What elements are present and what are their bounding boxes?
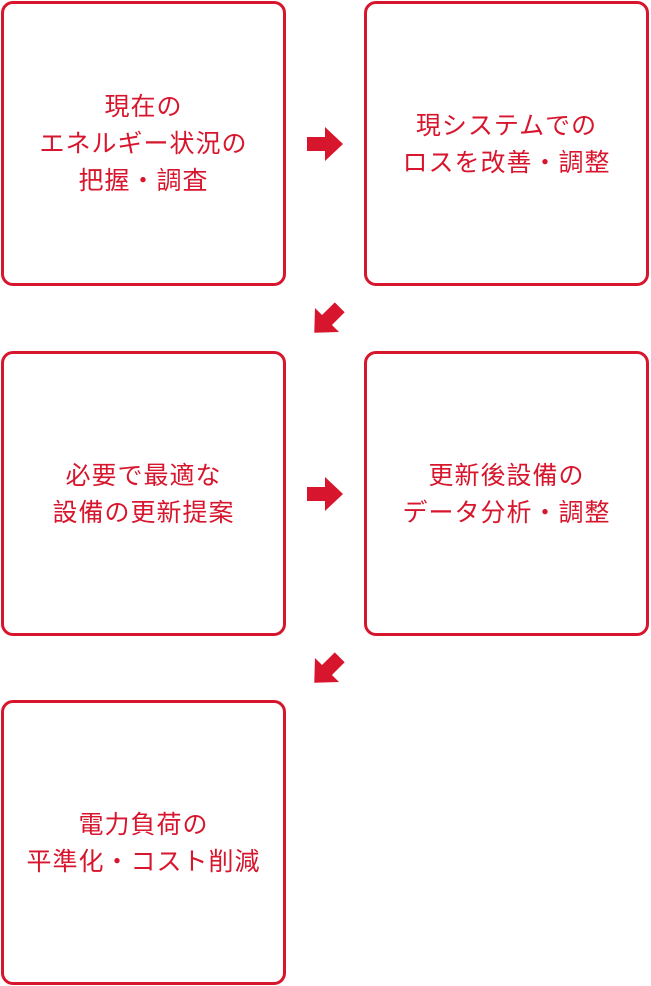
step-5-line-1: 電力負荷の: [78, 809, 209, 839]
step-4-line-1: 更新後設備の: [428, 460, 585, 490]
arrow-down-left-icon: [314, 302, 345, 333]
step-2-line-1: 現システムでの: [415, 110, 598, 140]
arrow-down-left-icon: [314, 652, 345, 683]
step-2-line-2: ロスを改善・調整: [402, 147, 611, 177]
arrow-right-icon: [307, 477, 343, 511]
step-5-line-2: 平準化・コスト削減: [26, 846, 261, 876]
arrow-right-icon: [307, 127, 343, 161]
step-box-4: 更新後設備の データ分析・調整: [364, 351, 649, 636]
step-box-3: 必要で最適な 設備の更新提案: [1, 351, 286, 636]
step-4-line-2: データ分析・調整: [402, 497, 611, 527]
step-1-line-2: エネルギー状況の: [39, 129, 248, 158]
step-1-line-1: 現在の: [104, 92, 183, 121]
step-box-5: 電力負荷の 平準化・コスト削減: [1, 700, 286, 985]
step-box-1: 現在の エネルギー状況の 把握・調査: [1, 1, 286, 286]
step-3-line-1: 必要で最適な: [65, 460, 222, 490]
step-3-line-2: 設備の更新提案: [52, 497, 235, 527]
step-1-line-3: 把握・調査: [78, 166, 209, 195]
step-box-2: 現システムでの ロスを改善・調整: [364, 1, 649, 286]
